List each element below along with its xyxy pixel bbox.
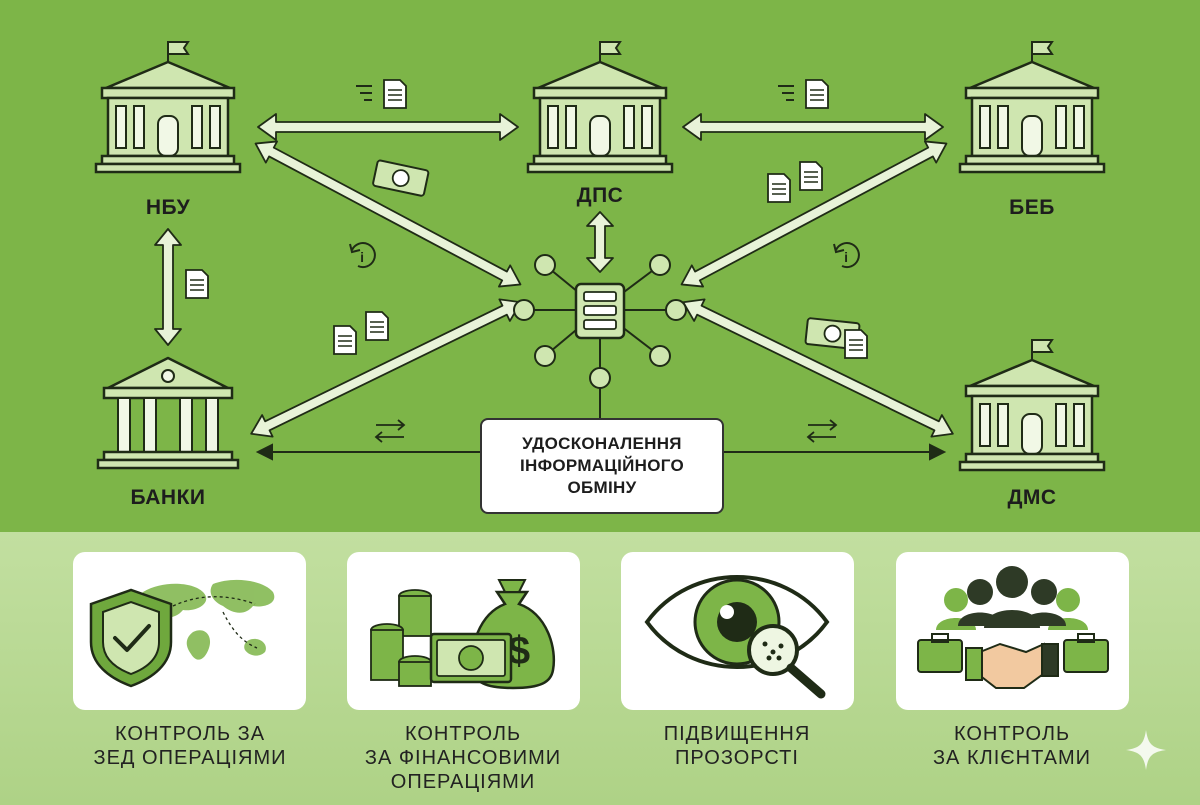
document-icon	[767, 173, 791, 203]
hub-nodes	[513, 254, 687, 389]
center-box-text: УДОСКОНАЛЕННЯ ІНФОРМАЦІЙНОГО ОБМІНУ	[520, 434, 684, 497]
thin-arrows	[255, 443, 947, 461]
beb-building-icon	[958, 40, 1106, 174]
banknote-icon	[371, 159, 430, 198]
exchange-diagram: i	[94, 40, 1106, 472]
swap-arrows-icon	[806, 419, 838, 443]
info-refresh-icon	[349, 242, 376, 269]
card-caption-clients: КОНТРОЛЬ ЗА КЛІЄНТАМИ	[932, 723, 1092, 769]
card-clients	[896, 552, 1129, 710]
node-label-beb: БЕБ	[1009, 196, 1055, 219]
svg-text:$: $	[508, 629, 530, 673]
card-zed	[73, 552, 306, 710]
people-handshake-icon	[917, 566, 1109, 689]
document-icon	[844, 329, 868, 359]
document-icon	[365, 311, 389, 341]
node-label-banks: БАНКИ	[130, 486, 206, 509]
document-icon	[799, 161, 823, 191]
shield-globe-icon	[89, 579, 275, 688]
eye-magnifier-icon	[644, 575, 830, 699]
document-send-icon	[778, 79, 829, 109]
swap-arrows-icon	[374, 419, 406, 443]
card-caption-transparency: ПІДВИЩЕННЯ ПРОЗОРСТІ	[663, 723, 811, 769]
sparkle-icon	[1126, 730, 1166, 770]
node-label-nbu: НБУ	[145, 196, 191, 219]
server-icon	[574, 282, 626, 340]
center-box: УДОСКОНАЛЕННЯ ІНФОРМАЦІЙНОГО ОБМІНУ	[480, 418, 724, 514]
document-send-icon	[356, 79, 407, 109]
money-bag-icon: $	[370, 579, 556, 690]
document-icon	[185, 269, 209, 299]
info-refresh-icon	[833, 242, 860, 269]
dps-building-icon	[526, 40, 674, 174]
thick-arrows	[154, 113, 954, 438]
card-transparency	[621, 552, 854, 710]
node-label-dps: ДПС	[576, 184, 624, 207]
document-icon	[333, 325, 357, 355]
dms-building-icon	[958, 338, 1106, 472]
card-caption-finance: КОНТРОЛЬ ЗА ФІНАНСОВИМИ ОПЕРАЦІЯМИ	[364, 723, 562, 793]
banks-building-icon	[96, 356, 240, 470]
card-caption-zed: КОНТРОЛЬ ЗА ЗЕД ОПЕРАЦІЯМИ	[93, 723, 287, 769]
nbu-building-icon	[94, 40, 242, 174]
card-finance: $	[347, 552, 580, 710]
node-label-dms: ДМС	[1007, 486, 1057, 509]
